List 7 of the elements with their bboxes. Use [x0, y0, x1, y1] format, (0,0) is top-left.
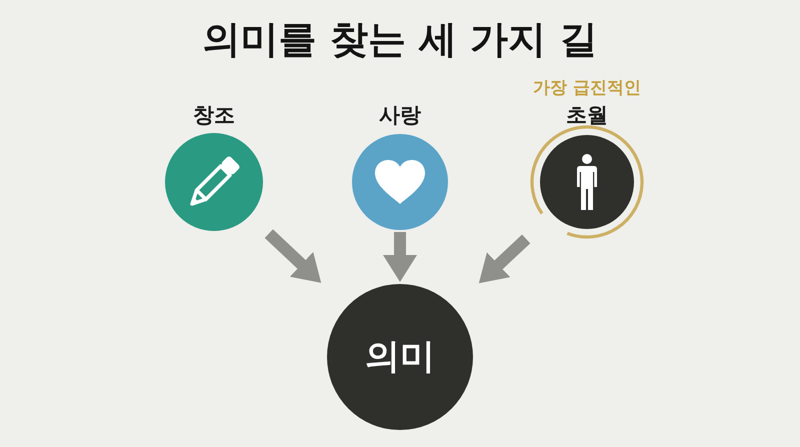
node-label: 사랑	[379, 102, 421, 128]
node-label: 초월	[566, 102, 608, 128]
node-label: 의미	[365, 336, 435, 378]
caption-text: 가장 급진적인	[533, 79, 641, 99]
node-label: 창조	[193, 102, 235, 128]
arrow	[383, 232, 417, 282]
title: 의미를 찾는 세 가지 길	[202, 17, 598, 63]
